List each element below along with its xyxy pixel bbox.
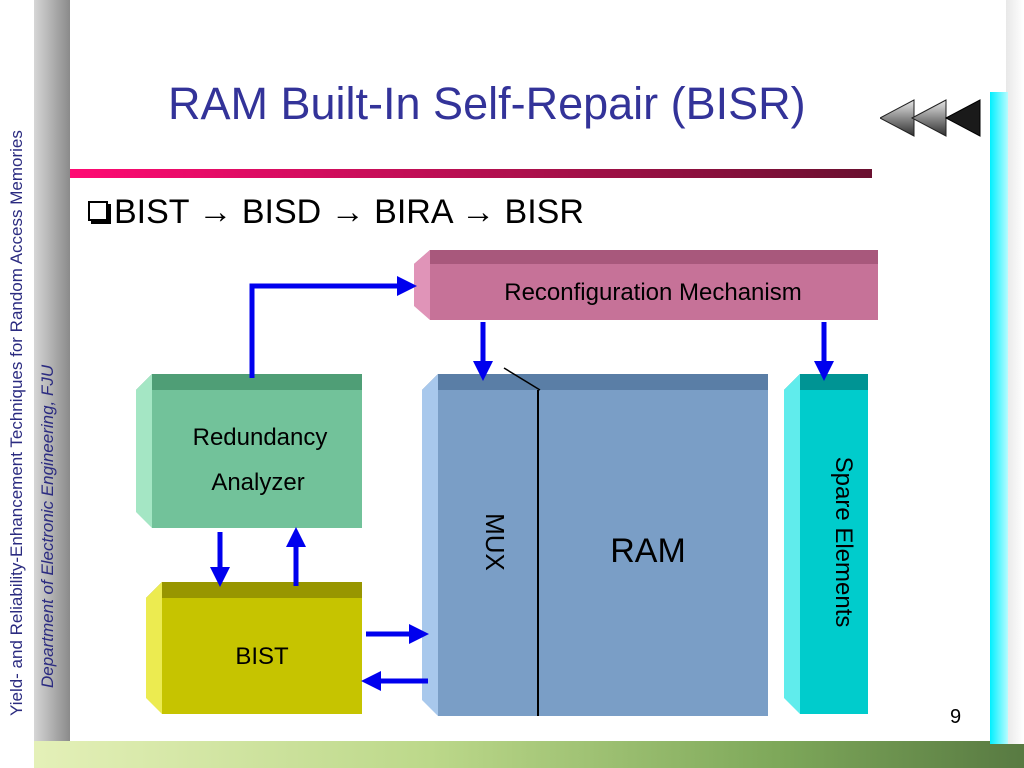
spare-elements-block: Spare Elements — [784, 374, 868, 714]
ram-block: MUX RAM — [422, 367, 768, 716]
flow-arrow: → — [461, 193, 496, 231]
mux-label: MUX — [480, 513, 510, 571]
bist-block: BIST — [146, 582, 362, 714]
page-number: 9 — [950, 706, 962, 728]
checkbox-bullet-icon — [88, 201, 108, 221]
redundancy-analyzer-label-line1: Redundancy — [193, 424, 328, 451]
bullet-flow-line: BIST → BISD → BIRA → BISR — [88, 193, 584, 232]
redundancy-analyzer-block: Redundancy Analyzer — [136, 374, 362, 528]
flow-arrow: → — [198, 193, 233, 231]
spare-elements-label: Spare Elements — [830, 457, 857, 628]
flow-arrow: → — [330, 193, 365, 231]
arrow-analyzer-to-reconfig — [249, 276, 417, 378]
reconfiguration-mechanism-block: Reconfiguration Mechanism — [414, 250, 878, 320]
flow-item-bisd: BISD — [241, 193, 322, 231]
redundancy-analyzer-label-line2: Analyzer — [211, 469, 304, 496]
nav-rewind-arrows-icon[interactable] — [880, 98, 984, 138]
ram-label: RAM — [610, 532, 686, 570]
right-shadow-band — [1006, 0, 1024, 744]
flow-item-bist: BIST — [114, 193, 189, 231]
bottom-gradient-bar — [34, 741, 1024, 768]
reconfiguration-mechanism-label: Reconfiguration Mechanism — [504, 279, 801, 306]
title-underline — [70, 169, 872, 178]
slide-title: RAM Built-In Self-Repair (BISR) — [168, 78, 806, 129]
right-cyan-band — [990, 92, 1008, 744]
left-decorative-bar — [0, 0, 70, 768]
flow-item-bisr: BISR — [504, 193, 584, 231]
bist-block-label: BIST — [235, 643, 289, 670]
flow-item-bira: BIRA — [374, 193, 452, 231]
